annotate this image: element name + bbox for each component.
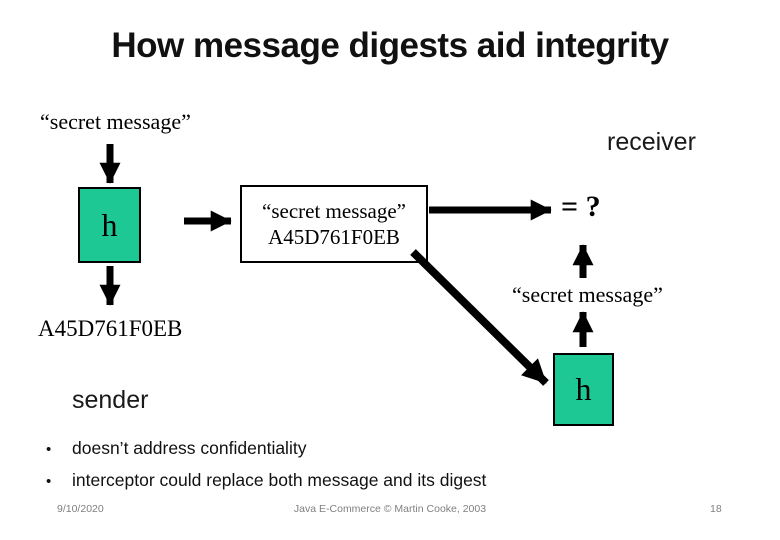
list-item: • doesn’t address confidentiality xyxy=(46,438,726,459)
footer-page-number: 18 xyxy=(710,503,722,515)
note-text: interceptor could replace both message a… xyxy=(72,470,487,490)
list-item: • interceptor could replace both message… xyxy=(46,470,726,491)
slide-title: How message digests aid integrity xyxy=(111,26,669,65)
bullet-icon: • xyxy=(46,441,52,458)
hash-function-label: h xyxy=(575,371,592,407)
comparison-label: = ? xyxy=(561,190,601,223)
sender-message-label: “secret message” xyxy=(40,109,191,134)
footer-date: 9/10/2020 xyxy=(57,503,104,515)
arrow-message-to-hash-receiver xyxy=(410,249,549,386)
sender-role-label: sender xyxy=(72,386,149,414)
hash-function-box-sender: h xyxy=(78,187,141,263)
transmitted-message-digest-box: “secret message” A45D761F0EB xyxy=(240,185,428,263)
notes-list: • doesn’t address confidentiality • inte… xyxy=(46,438,726,502)
hash-function-box-receiver: h xyxy=(553,353,614,426)
transmitted-message-line: “secret message” xyxy=(262,199,406,223)
transmitted-digest-line: A45D761F0EB xyxy=(268,225,400,249)
sender-digest-label: A45D761F0EB xyxy=(38,316,183,341)
hash-function-label: h xyxy=(101,206,118,243)
receiver-role-label: receiver xyxy=(607,128,696,156)
receiver-message-label: “secret message” xyxy=(512,282,663,307)
note-text: doesn’t address confidentiality xyxy=(72,438,307,458)
footer-credit: Java E-Commerce © Martin Cooke, 2003 xyxy=(293,503,487,515)
bullet-icon: • xyxy=(46,473,52,490)
slide-footer: 9/10/2020 Java E-Commerce © Martin Cooke… xyxy=(0,503,780,523)
